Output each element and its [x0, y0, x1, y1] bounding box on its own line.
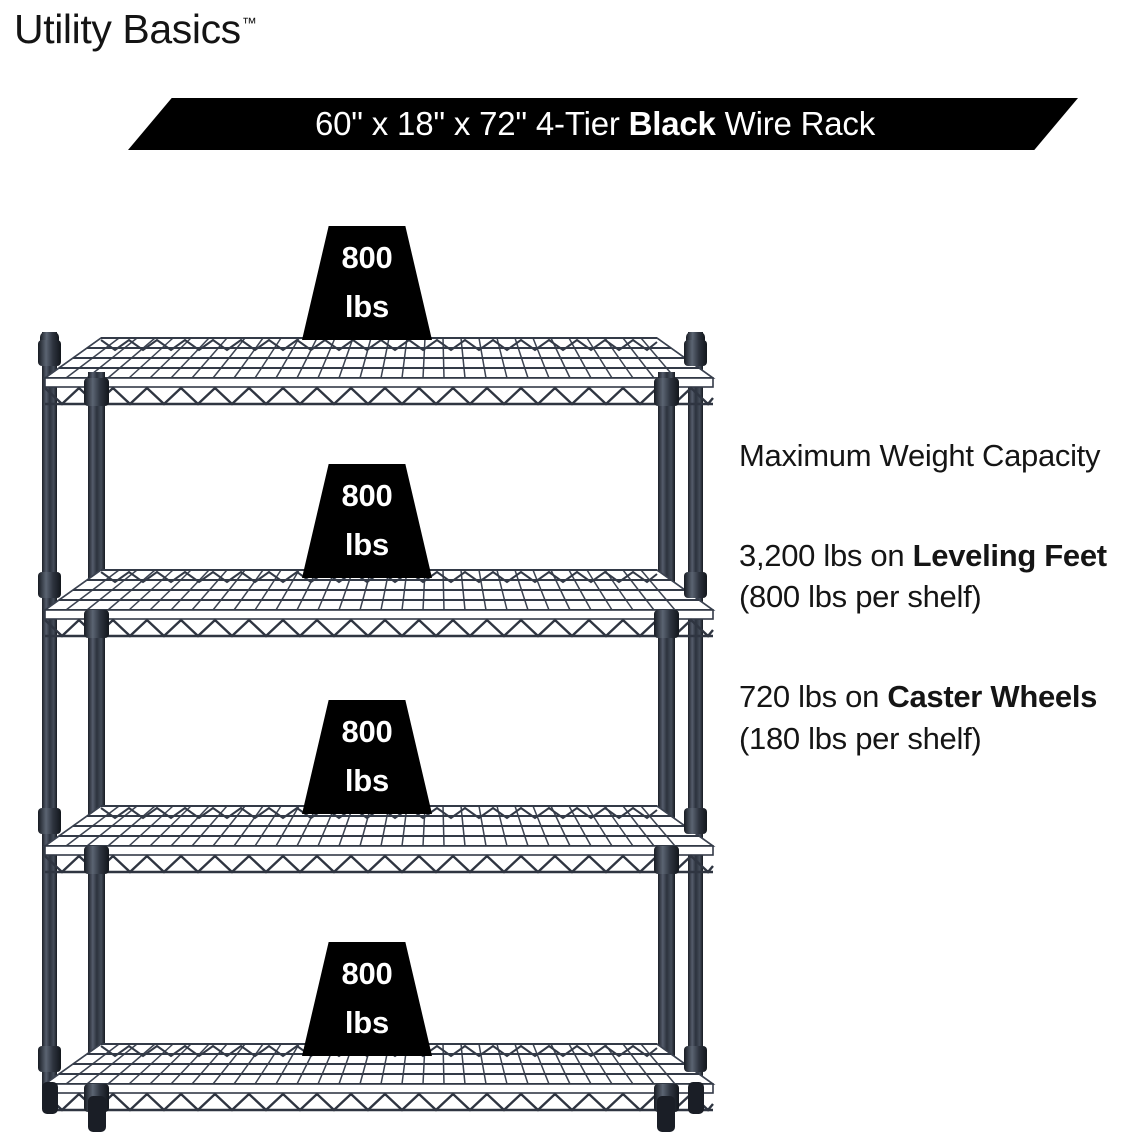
rack-post-rear-right — [688, 332, 703, 1092]
weight-badge-shelf-3: 800 lbs — [302, 700, 432, 814]
rear-left-post-cap — [40, 332, 59, 346]
weight-badge-shelf-4: 800 lbs — [302, 942, 432, 1056]
capacity-heading: Maximum Weight Capacity — [739, 438, 1101, 473]
leveling-foot-rear-left — [42, 1082, 58, 1114]
max-weight-capacity-panel: Maximum Weight Capacity 3,200 lbs on Lev… — [739, 436, 1127, 759]
shelf-1-top — [43, 336, 715, 406]
weight-badge-shelf-2: 800 lbs — [302, 464, 432, 578]
weight-badge-value: 800 — [341, 240, 393, 276]
rack-post-front-left — [88, 372, 105, 1102]
caster-emphasis: Caster Wheels — [887, 678, 1098, 714]
weight-badge-shelf-1: 800 lbs — [302, 226, 432, 340]
title-emphasis: Black — [628, 105, 716, 142]
leveling-foot-rear-right — [688, 1082, 704, 1114]
title-prefix: 60" x 18" x 72" 4-Tier — [314, 105, 629, 142]
weight-badge-unit: lbs — [344, 1005, 390, 1040]
product-title-banner: 60" x 18" x 72" 4-Tier Black Wire Rack — [128, 98, 1078, 150]
caster-wheels-capacity-text: 720 lbs on Caster Wheels (180 lbs per sh… — [739, 676, 1127, 759]
leveling-feet-capacity-text: 3,200 lbs on Leveling Feet (800 lbs per … — [739, 535, 1127, 618]
brand-logo: Utility Basics™ — [14, 6, 257, 53]
weight-badge-value: 800 — [341, 714, 393, 750]
leveling-tail: (800 lbs per shelf) — [739, 579, 982, 615]
rear-right-post-cap — [686, 332, 705, 346]
weight-badge-value: 800 — [341, 956, 393, 992]
caster-lead: 720 lbs on — [739, 678, 888, 714]
leveling-foot-front-left — [88, 1096, 106, 1132]
leveling-lead: 3,200 lbs on — [739, 537, 913, 573]
brand-name: Utility Basics — [14, 6, 241, 52]
leveling-foot-front-right — [657, 1096, 675, 1132]
caster-tail: (180 lbs per shelf) — [739, 720, 982, 756]
weight-badge-unit: lbs — [344, 527, 390, 562]
rack-post-front-right — [658, 372, 675, 1102]
weight-badge-unit: lbs — [344, 763, 390, 798]
title-suffix: Wire Rack — [715, 105, 876, 142]
weight-badge-unit: lbs — [344, 289, 390, 324]
shelf-2 — [43, 568, 715, 638]
trademark-symbol: ™ — [241, 15, 257, 33]
shelf-3 — [43, 804, 715, 874]
product-title-text: 60" x 18" x 72" 4-Tier Black Wire Rack — [315, 105, 875, 143]
leveling-feet — [42, 1082, 704, 1132]
leveling-emphasis: Leveling Feet — [912, 537, 1108, 573]
weight-badge-value: 800 — [341, 478, 393, 514]
rack-post-rear-left — [42, 332, 57, 1092]
